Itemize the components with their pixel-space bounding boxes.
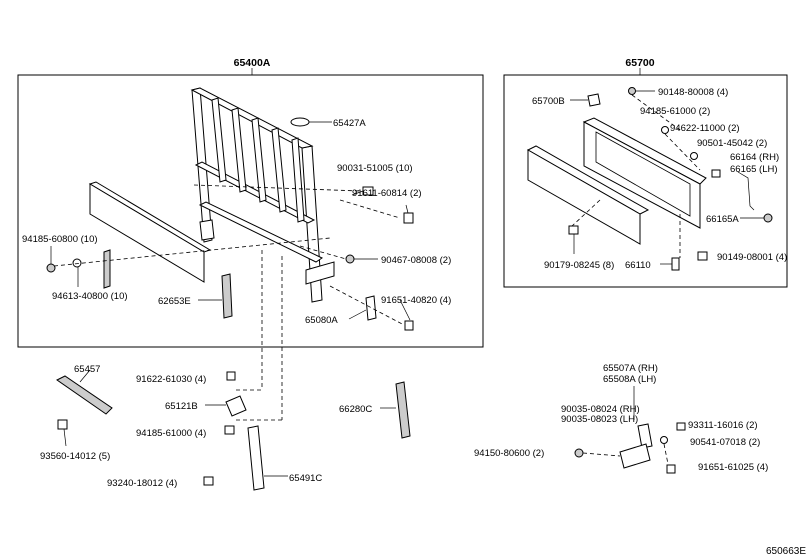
- bolt-93311: [676, 422, 686, 431]
- leader-91651-40820: [399, 299, 411, 321]
- label-90149-08001: 90149-08001 (4): [717, 252, 787, 263]
- label-91651-61025: 91651-61025 (4): [698, 462, 768, 473]
- label-94613-40800: 94613-40800 (10): [52, 291, 128, 302]
- group-box-65700: [503, 74, 788, 288]
- nut-94185-60800: [46, 263, 56, 273]
- group-box-65400a: [17, 74, 484, 348]
- washer-90541: [660, 436, 668, 444]
- tailgate-frame: [582, 117, 707, 229]
- label-90035-08023: 90035-08023 (LH): [561, 414, 638, 425]
- label-90148-80008: 90148-80008 (4): [658, 87, 728, 98]
- group-title-65400a: 65400A: [234, 57, 271, 69]
- label-65508a: 65508A (LH): [603, 374, 656, 385]
- bolt-91651-61025: [666, 464, 676, 474]
- strip-65457: [56, 375, 113, 415]
- bolt-90179: [568, 225, 579, 235]
- group-title-65700: 65700: [625, 57, 654, 69]
- latch-66110: [671, 257, 680, 271]
- label-94185-61000a: 94185-61000 (2): [640, 106, 710, 117]
- label-65700b: 65700B: [532, 96, 565, 107]
- hinge-65700b: [587, 93, 601, 107]
- strip-94613: [103, 249, 111, 289]
- label-91611-60814: 91611-60814 (2): [352, 188, 422, 199]
- bolt-93560: [57, 419, 68, 430]
- label-94622-11000: 94622-11000 (2): [670, 123, 740, 134]
- tailgate-panel: [526, 145, 650, 245]
- hook-65080a: [365, 295, 377, 321]
- pin-90501: [711, 169, 721, 178]
- side-board: [89, 183, 205, 283]
- rod-66164: [737, 171, 755, 211]
- washer-94185-61000a: [661, 126, 669, 134]
- leader-93560: [63, 428, 67, 447]
- label-65457: 65457: [74, 364, 100, 375]
- label-90031-51005: 90031-51005 (10): [337, 163, 413, 174]
- label-65080a: 65080A: [305, 315, 338, 326]
- bolt-90149: [697, 251, 708, 261]
- label-90035-08024: 90035-08024 (RH): [561, 404, 640, 415]
- bracket-65121b: [225, 395, 247, 417]
- leader-65457: [79, 369, 91, 383]
- label-90541-07018: 90541-07018 (2): [690, 437, 760, 448]
- label-94185-61000b: 94185-61000 (4): [136, 428, 206, 439]
- bolt-90148: [628, 87, 636, 95]
- headboard-frame: [190, 87, 335, 303]
- label-93311-16016: 93311-16016 (2): [688, 420, 758, 431]
- bar-65491c: [247, 425, 265, 491]
- label-66280c: 66280C: [339, 404, 372, 415]
- cap-65427a: [290, 117, 310, 127]
- bolt-91611: [403, 204, 414, 224]
- label-90501-45042: 90501-45042 (2): [697, 138, 767, 149]
- label-65491c: 65491C: [289, 473, 322, 484]
- nut-94185-61000b: [224, 425, 235, 435]
- label-65507a: 65507A (RH): [603, 363, 658, 374]
- label-66164: 66164 (RH): [730, 152, 779, 163]
- label-91622-61030: 91622-61030 (4): [136, 374, 206, 385]
- label-90467-08008: 90467-08008 (2): [381, 255, 451, 266]
- hinge-bracket-65507a: [619, 423, 653, 469]
- nut-90467: [345, 254, 355, 264]
- bolt-91651-40820: [404, 320, 414, 331]
- washer-94613: [72, 258, 82, 268]
- label-94150-80600: 94150-80600 (2): [474, 448, 544, 459]
- label-93240-18012: 93240-18012 (4): [107, 478, 177, 489]
- bolt-91622: [226, 371, 236, 381]
- label-66110: 66110: [625, 260, 651, 271]
- label-66165: 66165 (LH): [730, 164, 778, 175]
- knob-66165a: [763, 213, 773, 223]
- label-93560-14012: 93560-14012 (5): [40, 451, 110, 462]
- bolt-90031: [351, 186, 374, 196]
- bolt-93240: [203, 476, 214, 486]
- label-62653e: 62653E: [158, 296, 191, 307]
- label-94185-60800: 94185-60800 (10): [22, 234, 98, 245]
- nut-94150: [574, 448, 584, 458]
- washer-94622: [690, 152, 698, 160]
- label-65121b: 65121B: [165, 401, 198, 412]
- strip-62653e: [221, 273, 233, 319]
- label-66165a: 66165A: [706, 214, 739, 225]
- label-65427a: 65427A: [333, 118, 366, 129]
- label-91651-40820: 91651-40820 (4): [381, 295, 451, 306]
- rail-66280c: [395, 381, 411, 439]
- label-90179-08245: 90179-08245 (8): [544, 260, 614, 271]
- leader-65080a: [348, 309, 367, 320]
- diagram-code: 650663E: [766, 546, 806, 557]
